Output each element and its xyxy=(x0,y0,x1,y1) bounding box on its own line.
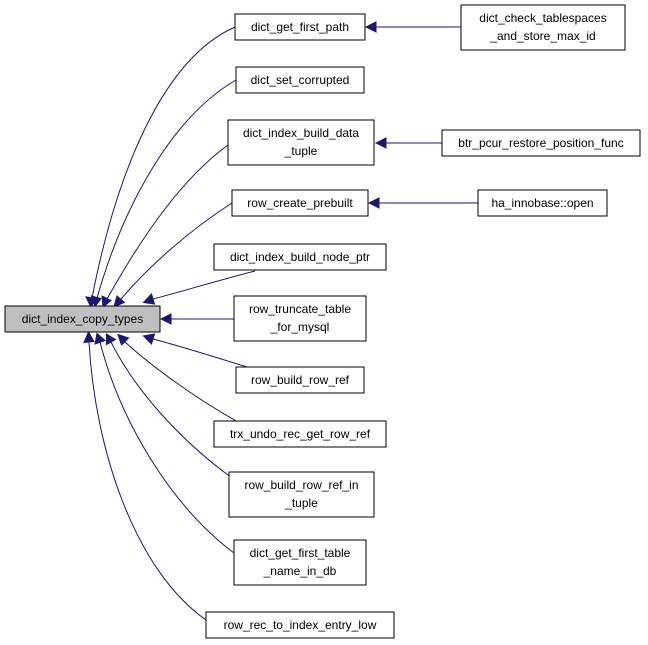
node-n1-label: dict_get_first_path xyxy=(251,20,349,34)
node-m3-label: ha_innobase::open xyxy=(491,196,593,210)
node-n5-label: dict_index_build_node_ptr xyxy=(230,250,370,264)
node-n5[interactable]: dict_index_build_node_ptr xyxy=(213,243,387,271)
node-n4-label: row_create_prebuilt xyxy=(247,196,353,210)
node-n6-label-line2: _for_mysql xyxy=(270,320,330,334)
node-root-label: dict_index_copy_types xyxy=(22,312,143,326)
edge-n5-to-root xyxy=(142,270,256,305)
node-n4[interactable]: row_create_prebuilt xyxy=(231,189,369,217)
edge-n8-to-root xyxy=(117,333,239,423)
edge-n9-to-root xyxy=(106,333,233,479)
node-n7-label: row_build_row_ref xyxy=(251,373,350,387)
node-n8[interactable]: trx_undo_rec_get_row_ref xyxy=(213,420,387,448)
node-n11[interactable]: row_rec_to_index_entry_low xyxy=(205,611,395,639)
node-m3[interactable]: ha_innobase::open xyxy=(477,189,608,217)
edge-n1-to-root xyxy=(85,26,236,309)
node-n8-label: trx_undo_rec_get_row_ref xyxy=(230,427,371,441)
node-n10-label-line2: _name_in_db xyxy=(263,564,337,578)
edge-n7-to-root xyxy=(142,333,248,368)
node-root[interactable]: dict_index_copy_types xyxy=(4,305,161,333)
edge-n2-to-root xyxy=(90,79,237,308)
node-n9[interactable]: row_build_row_ref_in _tuple xyxy=(228,471,375,518)
node-m2[interactable]: btr_pcur_restore_position_func xyxy=(441,129,641,157)
node-m2-label: btr_pcur_restore_position_func xyxy=(458,136,623,150)
node-m1-label-line2: _and_store_max_id xyxy=(489,29,595,43)
node-n10-label-line1: dict_get_first_table xyxy=(250,546,351,560)
node-m1-label-line1: dict_check_tablespaces xyxy=(479,11,606,25)
edge-n4-to-root xyxy=(113,202,233,308)
node-n1[interactable]: dict_get_first_path xyxy=(234,13,366,41)
edge-m3-to-n4 xyxy=(367,197,478,209)
node-n3[interactable]: dict_index_build_data _tuple xyxy=(227,119,375,166)
node-n9-label-line1: row_build_row_ref_in xyxy=(244,478,358,492)
node-m1[interactable]: dict_check_tablespaces _and_store_max_id xyxy=(460,4,626,51)
node-n6[interactable]: row_truncate_table _for_mysql xyxy=(233,295,367,342)
node-n2-label: dict_set_corrupted xyxy=(251,73,350,87)
edge-m2-to-n3 xyxy=(374,137,442,149)
node-n9-label-line2: _tuple xyxy=(284,496,318,510)
node-n10[interactable]: dict_get_first_table _name_in_db xyxy=(233,539,367,586)
node-n2[interactable]: dict_set_corrupted xyxy=(235,66,365,94)
node-n3-label-line2: _tuple xyxy=(284,144,318,158)
node-n3-label-line1: dict_index_build_data xyxy=(243,126,359,140)
edge-n10-to-root xyxy=(94,332,235,554)
node-n11-label: row_rec_to_index_entry_low xyxy=(224,618,377,632)
edge-n3-to-root xyxy=(101,144,229,308)
node-n7[interactable]: row_build_row_ref xyxy=(235,366,365,394)
edge-n6-to-root xyxy=(159,313,234,325)
edge-m1-to-n1 xyxy=(364,21,461,33)
node-n6-label-line1: row_truncate_table xyxy=(249,302,351,316)
edge-n11-to-root xyxy=(83,330,207,621)
